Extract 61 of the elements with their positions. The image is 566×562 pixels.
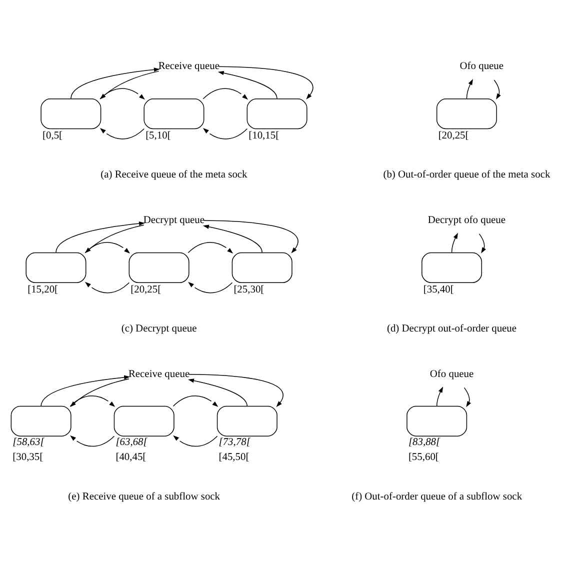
label: (c) Decrypt queue — [121, 322, 197, 334]
arrow — [436, 386, 444, 406]
node-box — [232, 252, 292, 282]
label: (b) Out-of-order queue of the meta sock — [383, 168, 550, 180]
node-label: [5,10[ — [146, 130, 171, 142]
label: (f) Out-of-order queue of a subflow sock — [352, 490, 522, 502]
arrow — [84, 281, 130, 293]
node-label: [45,50[ — [218, 452, 250, 463]
arrow — [478, 232, 486, 253]
arrow — [202, 88, 248, 100]
node-box — [26, 252, 86, 282]
label: (e) Receive queue of a subflow sock — [68, 490, 220, 502]
node-label: [20,25[ — [130, 284, 162, 295]
node-box — [144, 98, 204, 129]
arrow — [172, 394, 218, 406]
node-label: [25,30[ — [234, 284, 264, 295]
arrow — [218, 66, 314, 99]
arrow — [202, 128, 248, 139]
node-text: Receive queue — [128, 368, 190, 380]
arrow — [70, 434, 115, 446]
node-text: Ofo queue — [460, 60, 504, 72]
node-box — [114, 405, 174, 436]
node-label: [10,15[ — [248, 130, 280, 142]
node-label: [35,40[ — [423, 284, 454, 295]
arrow — [188, 378, 248, 406]
node-box — [216, 405, 278, 436]
node-label: [20,25[ — [438, 130, 469, 142]
node-box — [10, 405, 72, 436]
node-label: [63,68[ — [116, 436, 148, 448]
node-label: [0,5[ — [42, 130, 63, 142]
node-text: Decrypt ofo queue — [428, 214, 506, 226]
arrow — [188, 281, 233, 293]
node-label: [15,20[ — [28, 284, 58, 295]
node-text: Decrypt queue — [143, 214, 205, 226]
node-box — [436, 98, 497, 129]
arrow — [466, 78, 473, 98]
arrow — [100, 128, 144, 139]
node-box — [40, 98, 102, 129]
label: (d) Decrypt out-of-order queue — [386, 322, 517, 334]
node-box — [406, 405, 468, 436]
arrow — [188, 242, 234, 253]
node-box — [128, 252, 190, 282]
label: (a) Receive queue of the meta sock — [100, 168, 248, 180]
arrow — [218, 70, 278, 98]
arrow — [494, 79, 501, 99]
node-label: [83,88[ — [408, 436, 440, 448]
node-text: Ofo queue — [430, 368, 474, 380]
node-label: [73,78[ — [218, 436, 250, 448]
arrow — [204, 220, 298, 253]
arrow — [173, 434, 218, 446]
node-box — [246, 98, 308, 129]
node-label: [40,45[ — [116, 452, 146, 463]
arrow — [188, 373, 284, 407]
node-box — [422, 252, 482, 282]
arrow — [202, 224, 262, 252]
arrow — [464, 386, 471, 407]
node-label: [30,35[ — [12, 452, 44, 463]
node-label: [58,63[ — [12, 436, 44, 448]
node-label: [55,60[ — [408, 452, 439, 463]
arrow — [451, 232, 458, 252]
node-text: Receive queue — [158, 60, 220, 72]
